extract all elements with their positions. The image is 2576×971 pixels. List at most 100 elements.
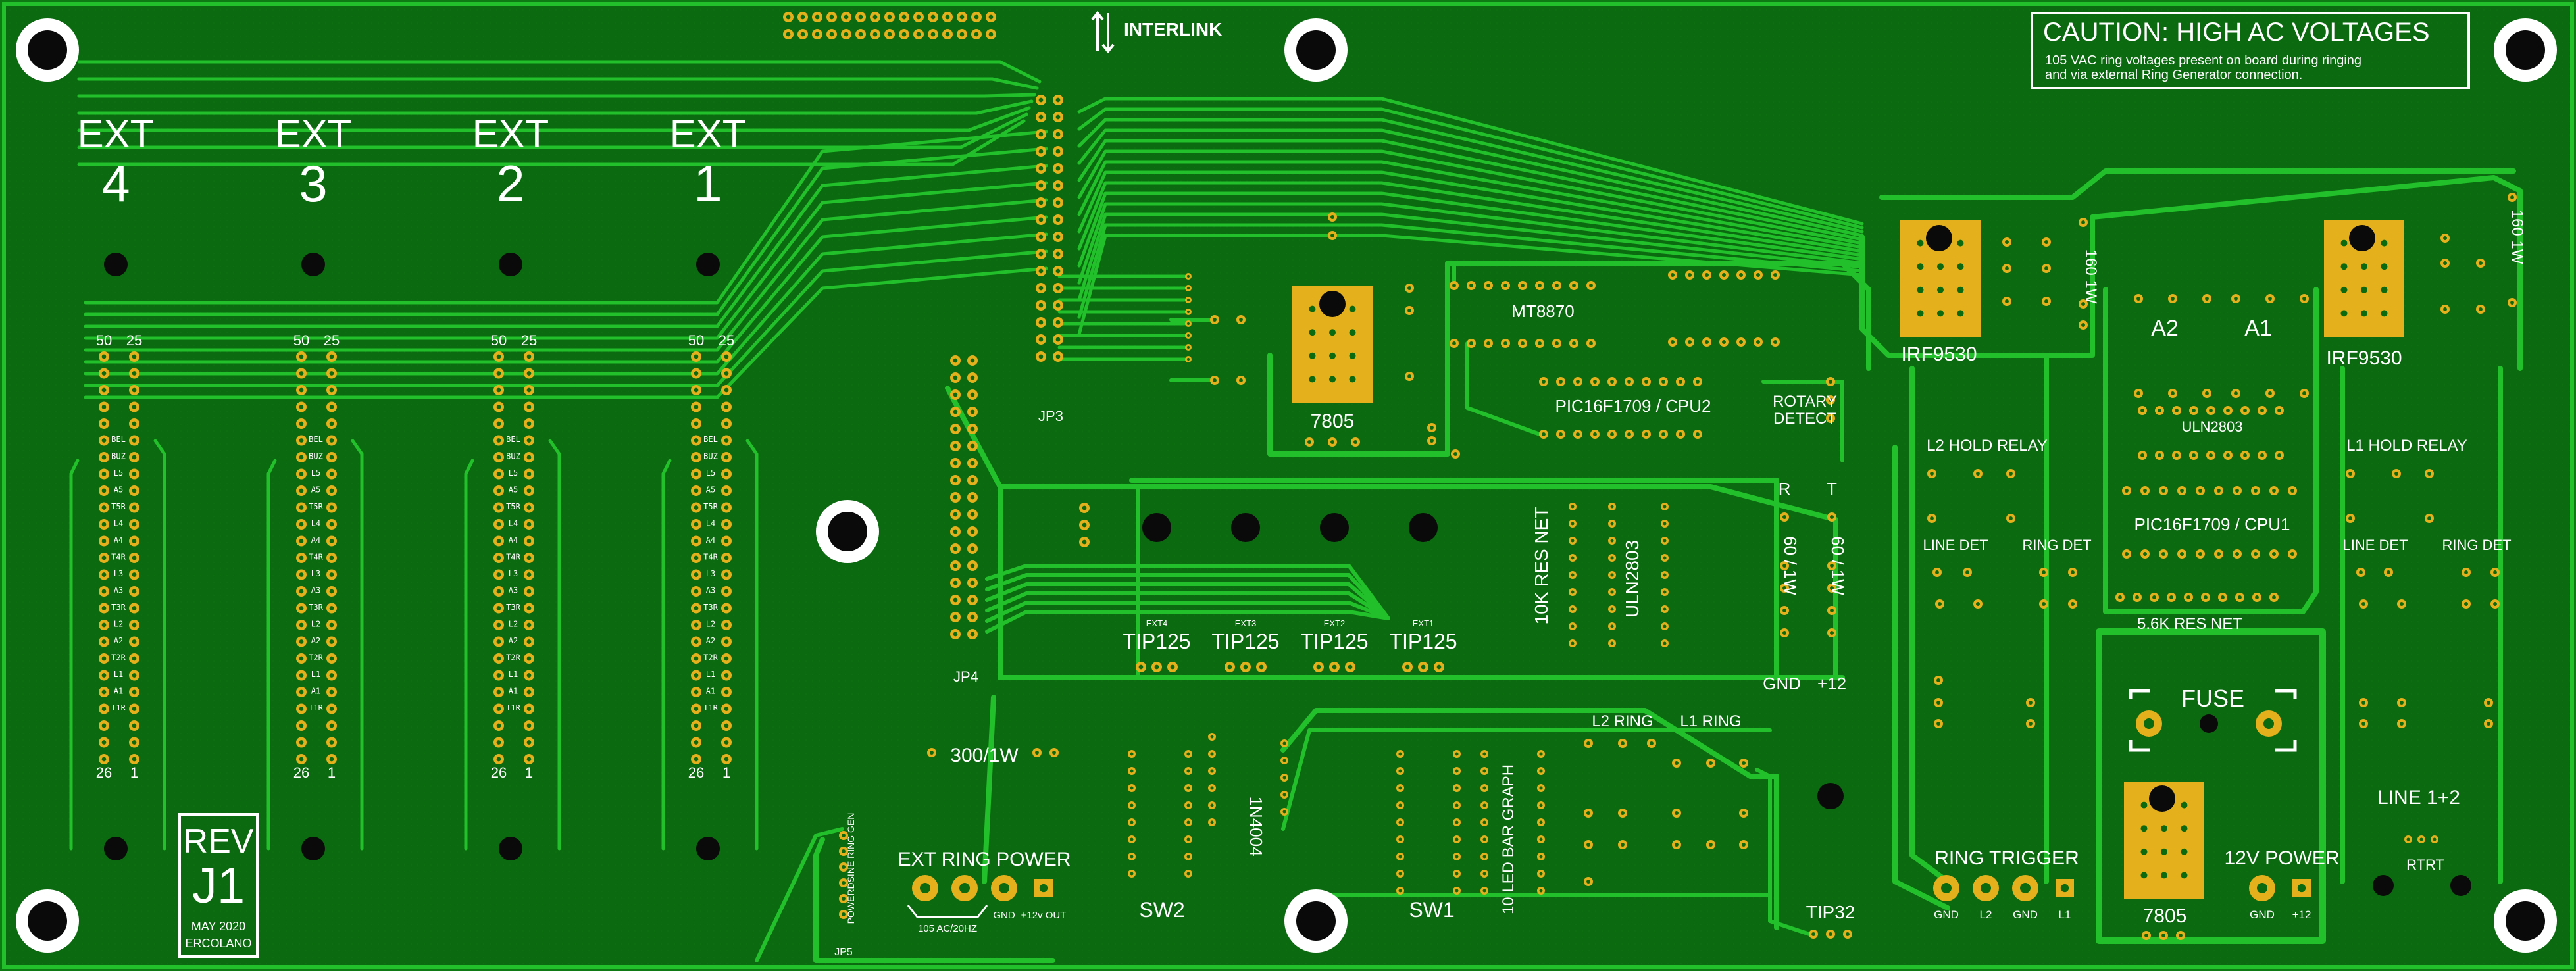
pad-drill [2071,570,2075,574]
pad-drill [930,32,936,37]
pad-drill [2510,195,2514,199]
pad-drill [953,632,958,637]
interlink-label: INTERLINK [1124,19,1222,39]
pad-drill [842,849,846,853]
pad-drill [329,572,334,577]
trace [1077,118,1864,234]
pad-drill [1539,752,1543,756]
pad-drill [132,555,137,560]
pad-drill [2125,552,2129,556]
pad-drill [1742,761,1746,765]
pad-drill [526,387,532,393]
pad-drill [1976,602,1980,606]
tip-ext3-tag: EXT3 [1235,618,1257,628]
pad-drill [1455,837,1459,841]
pad-drill [2260,409,2264,412]
pad-drill [2443,261,2447,265]
pad-drill [1348,664,1353,670]
pad-drill [496,707,501,711]
ext2-pin-50: 50 [491,332,507,349]
pad-drill [329,740,334,745]
line-det-right-label: LINE DET [2342,537,2408,553]
pin-signal-label: A1 [509,687,518,696]
pad-drill [1186,820,1190,824]
pad-drill [815,14,820,20]
pad-drill [953,614,958,620]
drill-hole [2149,785,2175,812]
via [2340,239,2348,247]
pad-drill [694,472,699,476]
pad-drill [724,472,729,476]
trace [69,459,80,851]
pad-drill [1586,811,1590,815]
pad-drill [1138,664,1144,670]
pad-drill [1539,872,1543,876]
trace [1761,380,1844,462]
pad-drill [1610,380,1614,384]
trace [77,99,1034,115]
pad-drill [1675,843,1679,847]
pad-drill [1627,380,1631,384]
pad-drill [2192,409,2196,412]
pad-drill [2081,302,2085,306]
pad-drill [2226,453,2230,457]
pad-drill [1782,564,1786,568]
pad-drill [299,707,304,711]
pad-drill [970,461,975,466]
pad-drill [101,689,107,695]
pin-signal-label: T1R [111,703,126,712]
pin-signal-label: T4R [703,553,718,562]
rev-author: ERCOLANO [185,937,251,950]
pad-drill [1644,380,1648,384]
pad-drill [1941,883,1952,893]
pad-drill [1589,341,1593,345]
pad-drill [2238,595,2242,599]
pad-drill [526,438,532,443]
pad-drill [496,387,501,393]
rt-l1-label: L1 [2059,909,2071,921]
ext-ring-power-label: EXT RING POWER [898,849,1071,870]
pad-drill [724,622,729,628]
pad-drill [1038,132,1044,137]
pad-drill [786,32,791,37]
pad-drill [1965,570,1969,574]
pad-drill [1572,284,1576,287]
pad-drill [2029,701,2033,705]
pad-drill [1555,341,1559,345]
pad-drill [1130,786,1134,790]
pad-drill [299,740,304,745]
pad-drill [1038,251,1044,257]
pad-drill [953,409,958,414]
pin-signal-label: L4 [114,519,123,528]
pad-drill [1742,811,1746,815]
pad-drill [815,32,820,37]
plus12-label: +12 [1817,674,1846,693]
pad-drill [1055,132,1061,137]
pin-signal-label: L4 [509,519,518,528]
pad-drill [299,757,304,762]
pad-drill [496,673,501,678]
pin-signal-label: T4R [506,553,520,562]
pad-drill [1039,884,1048,893]
pad-drill [2221,595,2225,599]
pin-signal-label: A4 [509,535,518,545]
pad-drill [1829,380,1832,384]
ac-bracket [907,905,988,918]
irf9530-right-label: IRF9530 [2326,347,2402,369]
pad-drill [1130,803,1134,807]
pad-drill [1782,609,1786,612]
trace [1892,445,1950,910]
pad-drill [101,572,107,577]
pad-drill [1038,303,1044,308]
via [2181,801,2188,809]
pad-drill [1688,273,1692,277]
pin-signal-label: L1 [706,670,715,679]
pad-drill [526,354,532,359]
pad-drill [1430,426,1434,430]
pad-drill [1038,200,1044,205]
pad-drill [1709,761,1713,765]
pad-drill [2136,297,2140,301]
pad-drill [132,689,137,695]
drill-hole [301,837,325,860]
pad-drill [496,589,501,594]
